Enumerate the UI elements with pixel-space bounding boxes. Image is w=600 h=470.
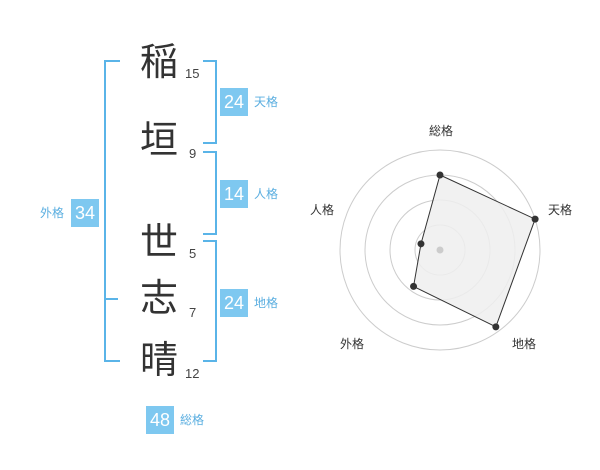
soukaku-value: 48 [146,406,174,434]
radar-point-4 [417,240,425,248]
gaikaku-label: 外格 [40,206,65,220]
radar-ring [339,149,541,351]
tenkaku-label: 天格 [254,95,279,109]
stroke-count-1: 15 [185,66,200,81]
name-char-4: 志 [140,276,179,320]
jinkaku-bracket [203,151,217,235]
gaikaku-bracket [104,60,120,362]
radar-point-0 [436,171,444,179]
radar-point-3 [410,282,418,290]
stroke-count-2: 9 [189,146,197,161]
radar-series-area [412,174,536,328]
chikaku-label: 地格 [254,296,279,310]
radar-axis-label-chikaku: 地格 [512,337,537,351]
jinkaku-value: 14 [220,180,248,208]
chikaku-value: 24 [220,289,248,317]
radar-axis-label-gaikaku: 外格 [340,337,365,351]
chikaku-bracket [203,240,217,362]
jinkaku-label: 人格 [254,187,279,201]
radar-center [436,246,444,254]
soukaku-label: 総格 [180,413,205,427]
radar-point-1 [531,215,539,223]
tenkaku-value: 24 [220,88,248,116]
radar-axis-label-tenkaku: 天格 [548,203,573,217]
name-char-2: 垣 [140,118,179,162]
name-char-1: 稲 [140,40,179,84]
gaikaku-value: 34 [71,199,99,227]
radar-axis-label-jinkaku: 人格 [310,203,335,217]
stroke-count-4: 7 [189,305,197,320]
name-char-3: 世 [140,220,179,264]
stroke-count-5: 12 [185,366,200,381]
stroke-count-3: 5 [189,246,197,261]
radar-axis-label-soukaku: 総格 [429,124,454,138]
gaikaku-bracket-join [104,298,118,300]
radar-point-2 [492,323,500,331]
tenkaku-bracket [203,60,217,144]
name-char-5: 晴 [140,338,179,382]
